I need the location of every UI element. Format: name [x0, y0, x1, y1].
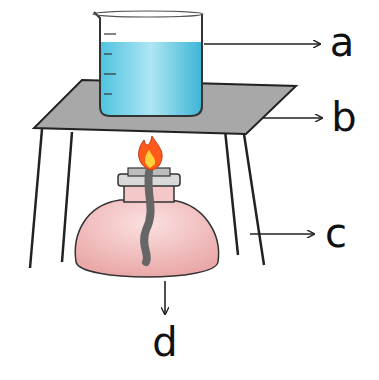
beaker [93, 11, 203, 116]
tripod-front [30, 129, 264, 268]
part-letter: a [330, 22, 355, 62]
leader-lines [165, 44, 322, 314]
part-letter: b [331, 97, 356, 137]
part-letter: d [152, 322, 177, 362]
part-letter: c [325, 213, 347, 253]
spirit-lamp [75, 136, 218, 277]
